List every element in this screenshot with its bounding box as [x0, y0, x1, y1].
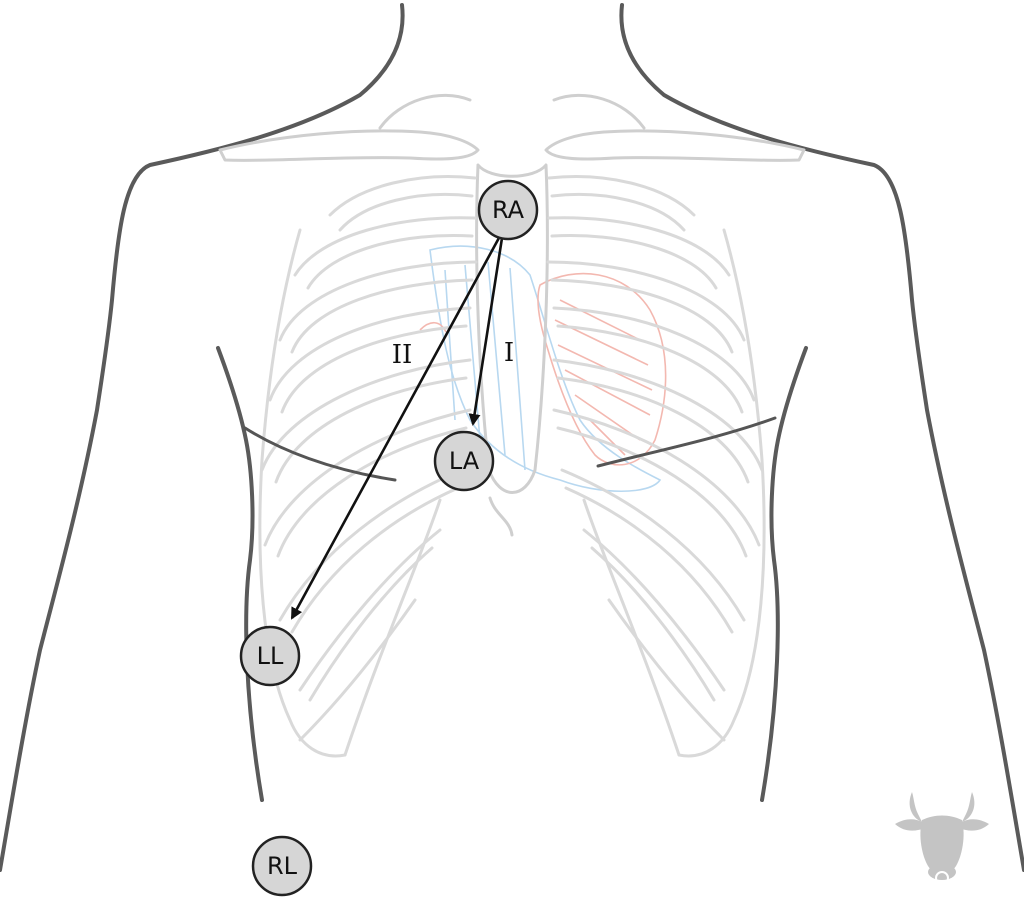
clavicles-and-sternum [218, 93, 806, 537]
electrode-rl-label: RL [267, 852, 298, 880]
electrode-ra: RA [477, 179, 539, 241]
diaphragm-line [243, 416, 777, 482]
lead-i-label: I [504, 338, 514, 368]
electrode-ll: LL [239, 625, 301, 687]
lead-ii-arrow [290, 235, 502, 620]
electrode-la-label: LA [449, 447, 480, 475]
torso-outline [0, 3, 1024, 872]
lead-ii-label: II [392, 340, 413, 370]
electrode-ll-label: LL [257, 642, 284, 670]
lead-i-arrow [468, 237, 504, 426]
bull-head-logo-icon [895, 792, 989, 885]
rib-cage [258, 175, 766, 758]
electrode-ra-label: RA [492, 196, 525, 224]
electrode-rl: RL [251, 835, 313, 897]
electrode-la: LA [433, 430, 495, 492]
